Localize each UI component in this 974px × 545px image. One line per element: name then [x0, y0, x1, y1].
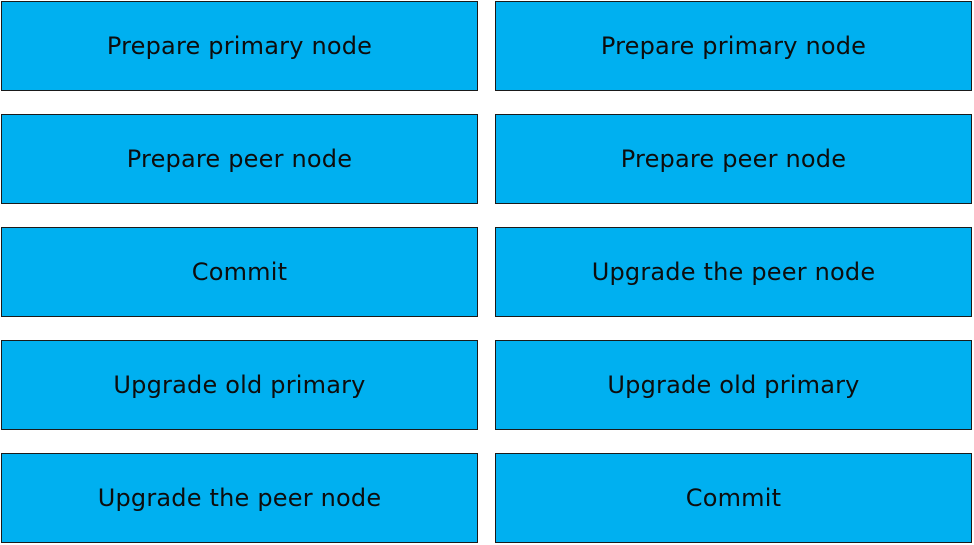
right-step-1-label: Prepare primary node: [600, 32, 867, 60]
left-step-5-label: Upgrade the peer node: [97, 484, 382, 512]
left-step-3: Commit: [1, 227, 478, 317]
left-step-column: Prepare primary node Prepare peer node C…: [1, 1, 478, 543]
left-step-5: Upgrade the peer node: [1, 453, 478, 543]
left-step-1-label: Prepare primary node: [106, 32, 373, 60]
left-step-2-label: Prepare peer node: [126, 145, 353, 173]
left-step-3-label: Commit: [191, 258, 288, 286]
right-step-3-label: Upgrade the peer node: [591, 258, 876, 286]
right-step-2-label: Prepare peer node: [620, 145, 847, 173]
right-step-5-label: Commit: [685, 484, 782, 512]
right-step-4-label: Upgrade old primary: [607, 371, 860, 399]
right-step-1: Prepare primary node: [495, 1, 972, 91]
left-step-2: Prepare peer node: [1, 114, 478, 204]
left-step-4: Upgrade old primary: [1, 340, 478, 430]
left-step-1: Prepare primary node: [1, 1, 478, 91]
left-step-4-label: Upgrade old primary: [113, 371, 366, 399]
right-step-4: Upgrade old primary: [495, 340, 972, 430]
right-step-3: Upgrade the peer node: [495, 227, 972, 317]
right-step-2: Prepare peer node: [495, 114, 972, 204]
right-step-5: Commit: [495, 453, 972, 543]
right-step-column: Prepare primary node Prepare peer node U…: [495, 1, 972, 543]
